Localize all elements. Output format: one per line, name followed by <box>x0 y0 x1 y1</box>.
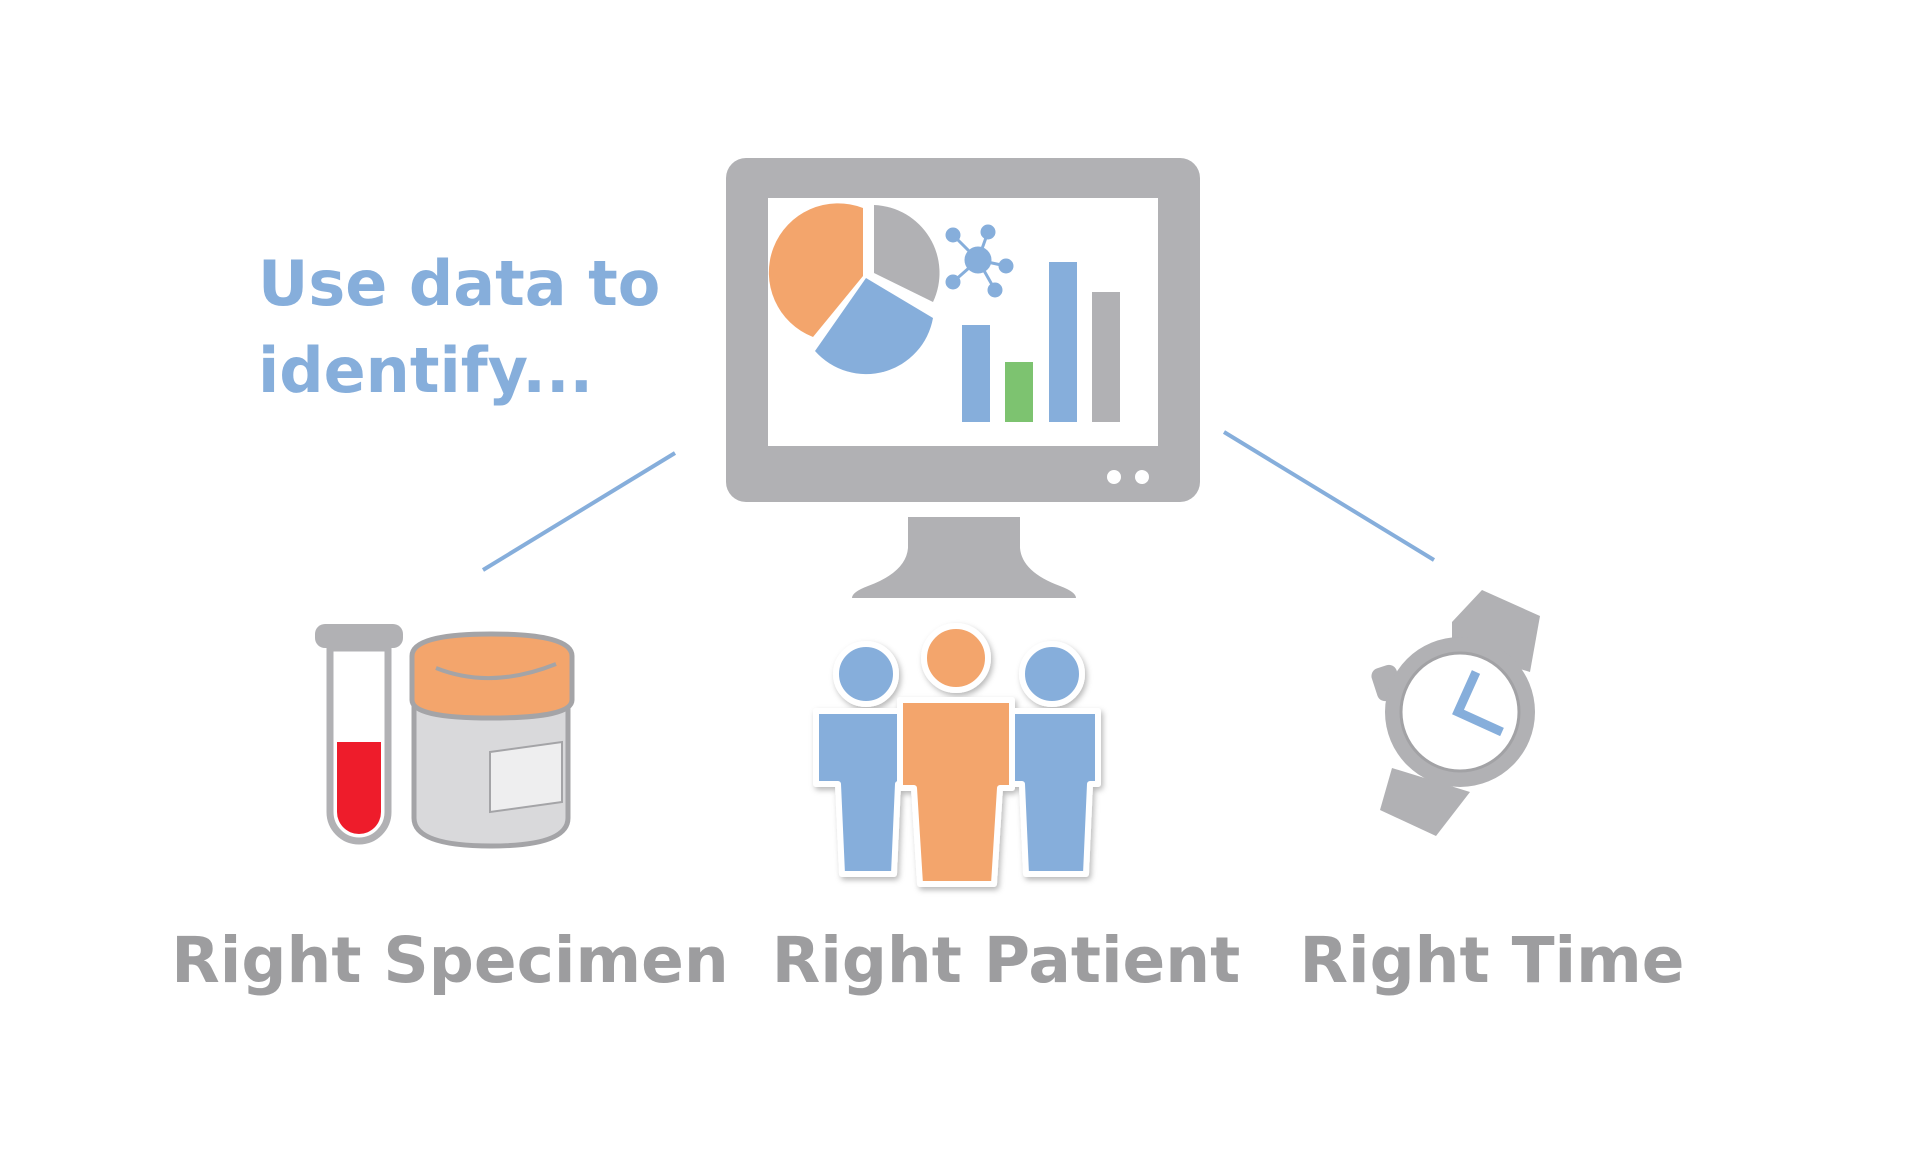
patient-center-icon <box>897 623 1015 887</box>
wristwatch-icon <box>1371 590 1540 836</box>
bar-blue-1 <box>962 325 990 422</box>
label-right-time: Right Time <box>1299 924 1684 997</box>
pie-slice-orange <box>768 203 863 337</box>
computer-monitor-icon <box>726 158 1200 598</box>
intro-line-1: Use data to <box>258 247 660 320</box>
item-labels: Right Specimen Right Patient Right Time <box>171 924 1684 997</box>
patients-group-icon <box>813 623 1101 887</box>
intro-text: Use data to identify... <box>258 247 660 407</box>
pie-slice-gray <box>874 205 940 302</box>
specimen-cup-icon <box>409 631 575 849</box>
watch-bezel <box>1399 651 1521 773</box>
test-tube-icon <box>315 624 403 845</box>
bar-chart-icon <box>962 262 1120 422</box>
monitor-button-2 <box>1135 470 1149 484</box>
monitor-button-1 <box>1107 470 1121 484</box>
label-right-patient: Right Patient <box>772 924 1241 997</box>
patient-left-icon <box>813 641 907 877</box>
pie-slice-blue <box>815 278 933 375</box>
patient-right-icon <box>999 641 1101 877</box>
label-right-specimen: Right Specimen <box>171 924 728 997</box>
bar-blue-2 <box>1049 262 1077 422</box>
intro-line-2: identify... <box>258 334 593 407</box>
bar-green <box>1005 362 1033 422</box>
connector-line-left <box>481 451 677 572</box>
watch-strap-bottom <box>1380 768 1470 836</box>
connector-line-right <box>1222 430 1436 562</box>
monitor-stand <box>852 517 1076 598</box>
bar-gray <box>1092 292 1120 422</box>
pie-chart-icon <box>768 203 940 375</box>
molecule-network-icon <box>945 224 1014 298</box>
watch-hands <box>1452 670 1504 737</box>
specimen-tube-and-cup-icon <box>315 624 575 849</box>
